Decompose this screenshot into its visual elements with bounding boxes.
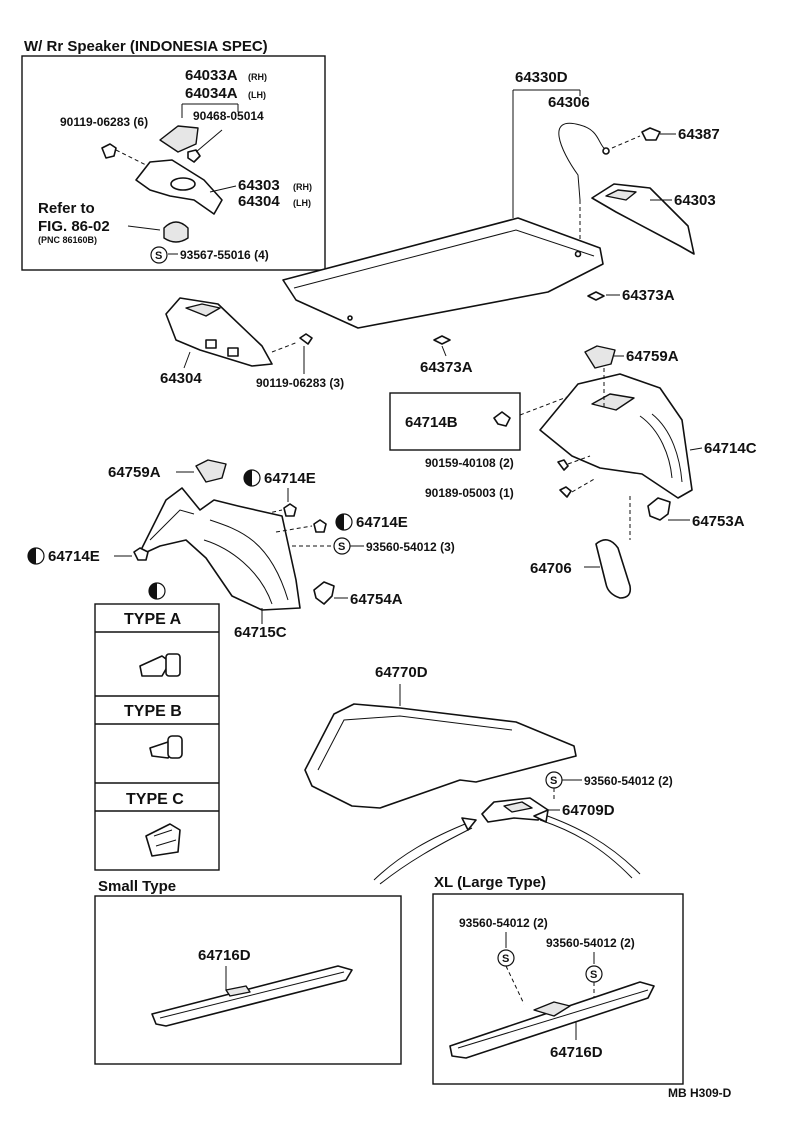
label-90119-06283-3: 90119-06283 (3) xyxy=(256,376,344,390)
cap-64759A-right xyxy=(584,345,616,369)
sill-64716D-small xyxy=(151,965,353,1027)
label-64716D-small: 64716D xyxy=(198,947,251,964)
package-tray-64330D xyxy=(282,217,604,329)
nut-90189 xyxy=(559,486,572,498)
label-64754A: 64754A xyxy=(350,591,403,608)
label-64706: 64706 xyxy=(530,560,572,577)
clip-64714E-left xyxy=(133,547,149,561)
label-fig-86-02: FIG. 86-02 xyxy=(38,218,110,235)
bracket-64753A xyxy=(647,497,671,521)
left-trim-group: 64759A 64714E 64714E 64714E S 93560-5401… xyxy=(27,459,455,641)
label-90468-05014: 90468-05014 xyxy=(193,109,264,123)
speaker-grille xyxy=(159,125,199,153)
label-93560-54012-xl-2: 93560-54012 (2) xyxy=(546,936,635,950)
label-lh-1: (LH) xyxy=(248,90,266,100)
speaker-inset-title: W/ Rr Speaker (INDONESIA SPEC) xyxy=(24,38,268,55)
screw-90119-right xyxy=(299,333,313,345)
label-90189-05003: 90189-05003 (1) xyxy=(425,486,514,500)
label-type-c: TYPE C xyxy=(126,791,184,808)
side-bracket-64304 xyxy=(165,297,273,367)
label-64304: 64304 xyxy=(160,370,202,387)
clip-type-c xyxy=(145,823,181,857)
svg-text:S: S xyxy=(590,969,597,981)
label-93567-55016: 93567-55016 (4) xyxy=(180,248,269,262)
label-64716D-xl: 64716D xyxy=(550,1044,603,1061)
speaker-inset: W/ Rr Speaker (INDONESIA SPEC) 64033A (R… xyxy=(21,38,326,271)
label-64714E-top: 64714E xyxy=(264,470,316,487)
cover-64706 xyxy=(595,539,632,599)
clip-90468 xyxy=(187,149,201,163)
label-90159-40108: 90159-40108 (2) xyxy=(425,456,514,470)
side-bracket-64303 xyxy=(591,183,695,255)
label-rh-1: (RH) xyxy=(248,72,267,82)
symbol-s-inset-text: S xyxy=(155,250,162,262)
screw-90119-inset xyxy=(101,143,117,159)
label-90119-06283-6: 90119-06283 (6) xyxy=(60,115,148,129)
label-64714E-left: 64714E xyxy=(48,548,100,565)
small-type-title: Small Type xyxy=(98,878,176,895)
label-64033A: 64033A xyxy=(185,67,238,84)
label-64714C: 64714C xyxy=(704,440,757,457)
screw-90159 xyxy=(557,459,569,471)
type-legend-frame xyxy=(94,603,220,871)
package-tray-group: 64330D 64306 64387 64303 64373A 64304 xyxy=(160,69,720,390)
label-64303-inset: 64303 xyxy=(238,177,280,194)
label-64387: 64387 xyxy=(678,126,720,143)
label-pnc: (PNC 86160B) xyxy=(38,235,97,245)
label-93560-54012-3: 93560-54012 (3) xyxy=(366,540,455,554)
label-64303: 64303 xyxy=(674,192,716,209)
xl-type-frame xyxy=(432,893,684,1085)
clip-64373A-right xyxy=(587,291,605,301)
floor-board-group: 64770D S 93560-54012 (2) 64709D xyxy=(304,664,673,885)
clip-64714E-mid xyxy=(313,519,327,533)
sill-64716D-xl xyxy=(449,981,655,1059)
label-64373A-center: 64373A xyxy=(420,359,473,376)
label-64753A: 64753A xyxy=(692,513,745,530)
part-64387 xyxy=(641,127,661,141)
label-64715C: 64715C xyxy=(234,624,287,641)
footer-code: MB H309-D xyxy=(668,1086,732,1100)
label-64034A: 64034A xyxy=(185,85,238,102)
label-refer-to: Refer to xyxy=(38,200,95,217)
svg-text:S: S xyxy=(338,541,345,553)
box-64714B xyxy=(389,392,521,451)
label-64714E-mid: 64714E xyxy=(356,514,408,531)
clip-64714E-top xyxy=(283,503,297,517)
label-64306: 64306 xyxy=(548,94,590,111)
svg-text:S: S xyxy=(502,953,509,965)
speaker-inset-frame xyxy=(21,55,326,271)
small-type-frame xyxy=(94,895,402,1065)
side-trim-64714C xyxy=(539,373,693,499)
label-lh-2: (LH) xyxy=(293,198,311,208)
cable-64306 xyxy=(558,122,581,201)
label-64759A-left: 64759A xyxy=(108,464,161,481)
symbol-s-inset xyxy=(150,246,168,264)
label-type-a: TYPE A xyxy=(124,611,182,628)
svg-text:S: S xyxy=(550,775,557,787)
clip-64373A-center xyxy=(433,335,451,345)
label-rh-2: (RH) xyxy=(293,182,312,192)
label-64330D: 64330D xyxy=(515,69,568,86)
small-type-inset: Small Type 64716D xyxy=(94,878,402,1065)
label-64304-inset: 64304 xyxy=(238,193,280,210)
xl-type-inset: XL (Large Type) 93560-54012 (2) 93560-54… xyxy=(432,874,684,1085)
label-64709D: 64709D xyxy=(562,802,615,819)
label-93560-54012-xl-1: 93560-54012 (2) xyxy=(459,916,548,930)
label-64770D: 64770D xyxy=(375,664,428,681)
speaker-unit xyxy=(163,221,189,243)
label-93560-54012-2-center: 93560-54012 (2) xyxy=(584,774,673,788)
label-64714B: 64714B xyxy=(405,414,458,431)
label-64759A-right: 64759A xyxy=(626,348,679,365)
type-legend: TYPE A TYPE B TYPE C xyxy=(94,582,220,871)
cap-64759A-left xyxy=(195,459,227,483)
clip-64714B xyxy=(493,411,511,427)
right-trim-group: 64759A 64714B 64714C 90159-40108 (2) 901… xyxy=(389,345,757,599)
label-64373A-right: 64373A xyxy=(622,287,675,304)
bracket-64754A xyxy=(313,581,335,605)
xl-type-title: XL (Large Type) xyxy=(434,874,546,891)
label-type-b: TYPE B xyxy=(124,703,182,720)
